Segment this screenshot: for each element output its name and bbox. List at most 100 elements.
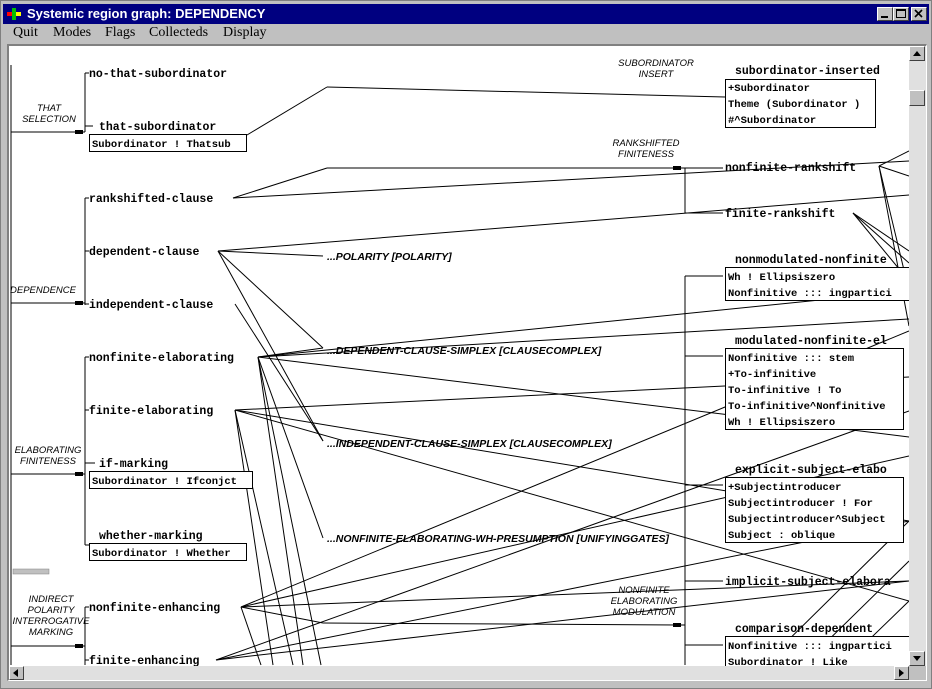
feature-finite-elaborating[interactable]: finite-elaborating (89, 405, 213, 418)
scroll-up-button[interactable] (909, 46, 925, 61)
system-label-line: DEPENDENCE (10, 285, 77, 296)
system-label-line: INDIRECT (29, 594, 75, 605)
feature-independent-clause[interactable]: independent-clause (89, 299, 213, 312)
system-label-line: INTERROGATIVE (13, 616, 91, 627)
app-icon (7, 8, 21, 20)
system-label-line: FINITENESS (20, 456, 77, 467)
system-label-line: NONFINITE (618, 585, 670, 596)
arrow-right-icon (899, 669, 904, 677)
feature-that-subordinator[interactable]: that-subordinator (99, 121, 216, 134)
realization-line: To-infinitive ! To (728, 385, 841, 397)
menu-modes[interactable]: Modes (53, 25, 92, 40)
menu-quit[interactable]: Quit (13, 25, 38, 40)
close-icon (914, 9, 923, 18)
maximize-button[interactable] (893, 7, 909, 21)
feature-finite-enhancing[interactable]: finite-enhancing (89, 655, 200, 666)
realization-line: #^Subordinator (728, 115, 816, 127)
realization-line: +Subordinator (728, 83, 810, 95)
realization-whether: Subordinator ! Whether (92, 548, 231, 560)
system-label-line: SUBORDINATOR (618, 58, 694, 69)
feature-whether-marking[interactable]: whether-marking (99, 530, 203, 543)
realization-line: Theme (Subordinator ) (728, 99, 860, 111)
vertical-scroll-thumb[interactable] (909, 90, 925, 106)
feature-rankshifted-clause[interactable]: rankshifted-clause (89, 193, 213, 206)
feature-nonmodulated-nonfinite[interactable]: nonmodulated-nonfinite (735, 254, 887, 267)
system-label-line: MARKING (29, 627, 73, 638)
arrow-left-icon (13, 669, 18, 677)
menu-display[interactable]: Display (223, 25, 267, 40)
close-button[interactable] (911, 7, 927, 21)
system-label-dependence: DEPENDENCE (10, 285, 77, 296)
realization-line: Subordinator ! Thatsub (92, 139, 231, 151)
feature-nonfinite-enhancing[interactable]: nonfinite-enhancing (89, 602, 220, 615)
realization-line: Subject : oblique (728, 530, 835, 542)
realization-line: Wh ! Ellipsiszero (728, 417, 835, 429)
arrow-heads (75, 130, 681, 648)
system-label-line: RANKSHIFTED (612, 138, 679, 149)
system-label-line: ELABORATING (15, 445, 82, 456)
arrow-up-icon (913, 51, 921, 56)
window-title: Systemic region graph: DEPENDENCY (27, 6, 266, 21)
realization-line: Nonfinitive ::: ingpartici (728, 288, 892, 300)
scroll-right-button[interactable] (894, 666, 909, 680)
menu-flags[interactable]: Flags (105, 25, 136, 40)
realization-line: Subordinator ! Whether (92, 548, 231, 560)
scroll-corner (909, 666, 926, 680)
feature-no-that-subordinator[interactable]: no-that-subordinator (89, 68, 227, 81)
menu-bar: Quit Modes Flags Collecteds Display (3, 24, 929, 42)
feature-explicit-subject[interactable]: explicit-subject-elabo (735, 464, 887, 477)
gate-dependent-clause-simplex[interactable]: ...DEPENDENT-CLAUSE-SIMPLEX [CLAUSECOMPL… (327, 345, 602, 357)
scroll-left-button[interactable] (9, 666, 24, 680)
gate-polarity[interactable]: ...POLARITY [POLARITY] (327, 251, 452, 263)
minimize-icon (881, 16, 888, 18)
feature-modulated-nonfinite[interactable]: modulated-nonfinite-el (735, 335, 887, 348)
feature-nonfinite-rankshift[interactable]: nonfinite-rankshift (725, 162, 856, 175)
realization-line: +Subjectintroducer (728, 482, 841, 494)
minimize-button[interactable] (877, 7, 893, 21)
feature-finite-rankshift[interactable]: finite-rankshift (725, 208, 835, 221)
system-label-line: INSERT (639, 69, 675, 80)
realization-line: Nonfinitive ::: ingpartici (728, 641, 892, 653)
feature-subordinator-inserted[interactable]: subordinator-inserted (735, 65, 880, 78)
feature-if-marking[interactable]: if-marking (99, 458, 168, 471)
realization-boxes (89, 79, 909, 666)
realization-line: Subjectintroducer ! For (728, 498, 873, 510)
system-label-line: THAT (37, 103, 62, 114)
realization-line: To-infinitive^Nonfinitive (728, 401, 886, 413)
system-label-line: MODULATION (613, 607, 676, 618)
feature-implicit-subject[interactable]: implicit-subject-elabora (725, 576, 891, 589)
graph-connections (10, 65, 909, 666)
realization-if-marking: Subordinator ! Ifconjct (92, 476, 237, 488)
horizontal-scrollbar[interactable] (9, 666, 909, 680)
realization-line: Nonfinitive ::: stem (728, 353, 854, 365)
system-label-line: ELABORATING (611, 596, 678, 607)
gate-independent-clause-simplex[interactable]: ...INDEPENDENT-CLAUSE-SIMPLEX [CLAUSECOM… (327, 438, 612, 450)
vertical-scrollbar[interactable] (909, 46, 926, 666)
system-label-line: FINITENESS (618, 149, 675, 160)
realization-line: Wh ! Ellipsiszero (728, 272, 835, 284)
scroll-down-button[interactable] (909, 651, 925, 666)
feature-nonfinite-elaborating[interactable]: nonfinite-elaborating (89, 352, 234, 365)
menu-collecteds[interactable]: Collecteds (149, 25, 209, 40)
arrow-down-icon (913, 656, 921, 661)
title-bar[interactable]: Systemic region graph: DEPENDENCY (3, 4, 929, 24)
feature-comparison-dependent[interactable]: comparison-dependent (735, 623, 873, 636)
system-label-line: POLARITY (28, 605, 76, 616)
gate-nonfinite-elaborating-wh[interactable]: ...NONFINITE-ELABORATING-WH-PRESUMPTION … (327, 533, 670, 545)
feature-dependent-clause[interactable]: dependent-clause (89, 246, 200, 259)
system-label-line: SELECTION (22, 114, 76, 125)
